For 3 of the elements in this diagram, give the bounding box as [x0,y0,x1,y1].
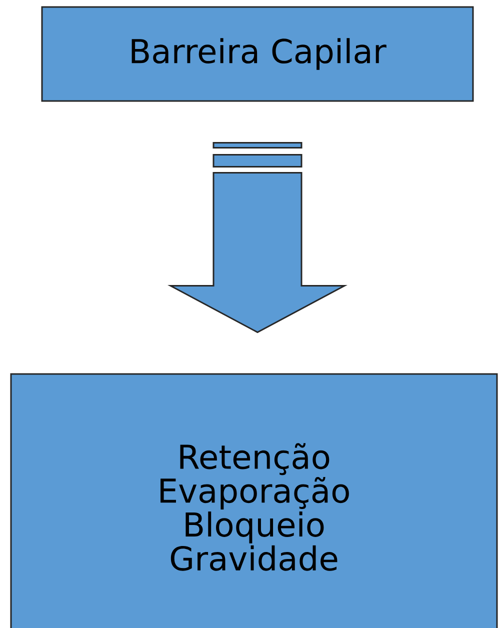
block-arrow [168,142,348,334]
process-box: Retenção Evaporação Bloqueio Gravidade [10,373,498,628]
process-box: Barreira Capilar [41,6,474,102]
